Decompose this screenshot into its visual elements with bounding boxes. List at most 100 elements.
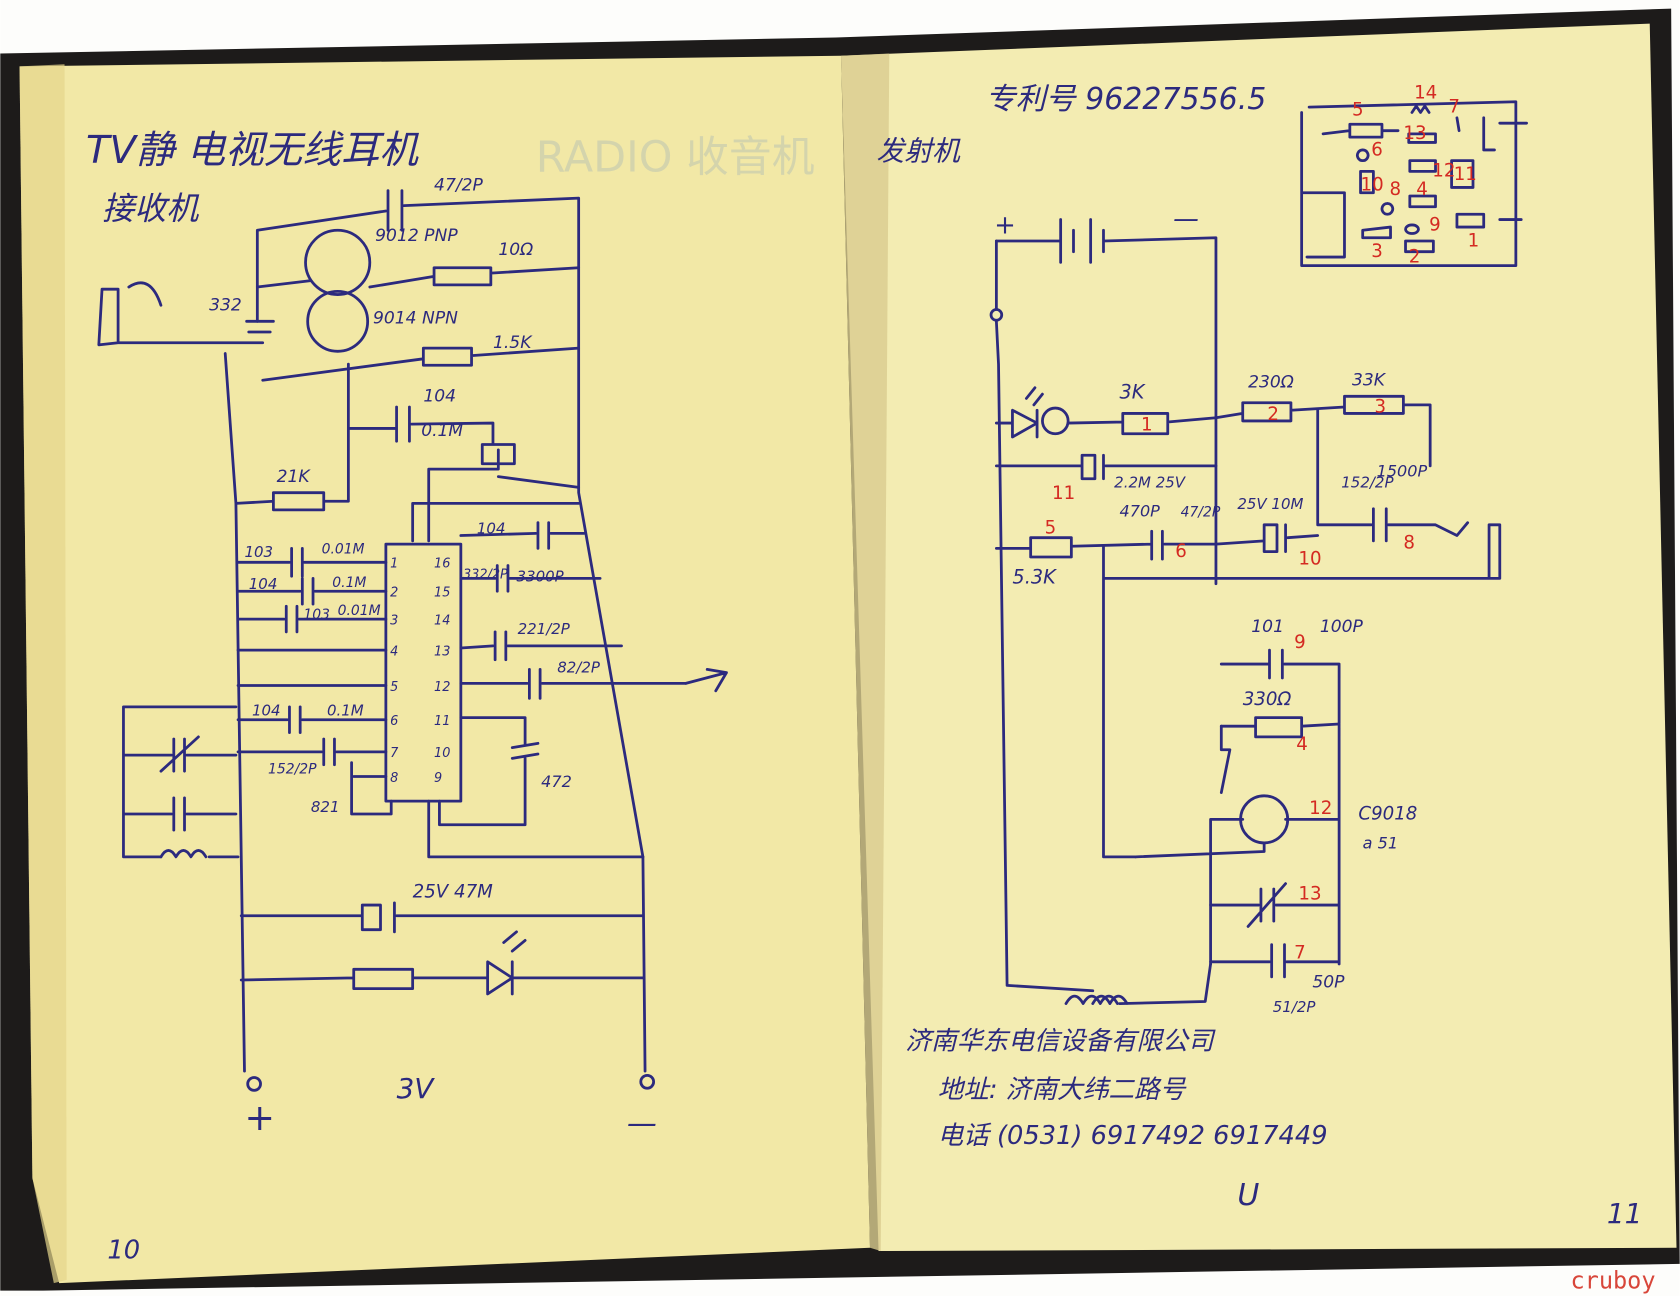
- component-label: 14: [1414, 83, 1437, 104]
- page-mark: U: [1237, 1178, 1259, 1213]
- component-label: 3: [1374, 396, 1386, 417]
- component-label: 16: [434, 557, 450, 572]
- component-label: 6: [390, 714, 398, 729]
- component-label: 13: [1298, 884, 1321, 905]
- component-label: 1: [1468, 230, 1480, 251]
- component-label: 330Ω: [1243, 689, 1292, 710]
- component-label: 5: [390, 680, 398, 695]
- component-label: 12: [1309, 798, 1332, 819]
- component-label: 230Ω: [1248, 373, 1294, 393]
- component-label: 0.01M: [338, 603, 381, 619]
- component-label: 8: [1389, 179, 1401, 200]
- component-label: 332: [209, 296, 242, 316]
- component-label: 1.5K: [493, 333, 533, 353]
- component-label: 0.1M: [327, 701, 364, 719]
- minus-terminal-label: —: [627, 1106, 657, 1141]
- component-label: 221/2P: [518, 620, 570, 638]
- component-label: 25V 10M: [1237, 495, 1303, 513]
- component-label: 2: [1409, 246, 1421, 267]
- component-label: 13: [1403, 123, 1426, 144]
- component-label: 47/2P: [434, 176, 483, 196]
- left-page-subtitle: 接收机: [102, 190, 200, 228]
- component-label: 470P: [1120, 501, 1161, 520]
- component-label: 33K: [1352, 371, 1387, 391]
- component-label: 2: [1267, 404, 1279, 425]
- component-label: 50P: [1312, 973, 1345, 993]
- component-label: 0.1M: [332, 575, 366, 591]
- component-label: 10: [1298, 548, 1321, 569]
- component-label: 9: [434, 771, 442, 786]
- component-label: 10: [1361, 175, 1384, 196]
- component-label: 5: [1045, 517, 1057, 538]
- component-label: 152/2P: [1341, 473, 1393, 491]
- component-label: 104: [249, 575, 278, 593]
- component-label: 0.01M: [322, 542, 365, 558]
- component-label: 103: [244, 543, 273, 561]
- component-label: 12: [434, 680, 450, 695]
- patent-number: 专利号 96227556.5: [986, 82, 1267, 117]
- component-label: 11: [434, 714, 450, 729]
- component-label: 8: [1403, 532, 1415, 553]
- plus-terminal-label: +: [244, 1096, 275, 1139]
- ghost-text: RADIO 收音机: [536, 132, 815, 182]
- component-label: 4: [1416, 179, 1428, 200]
- component-label: 47/2P: [1181, 504, 1221, 520]
- component-label: 0.1M: [421, 421, 463, 441]
- component-label: 9: [1429, 214, 1441, 235]
- component-label: 11: [1052, 483, 1075, 504]
- receiver-circuit: [97, 189, 728, 1092]
- component-label: 4: [390, 644, 398, 659]
- component-label: 332/2P: [463, 567, 508, 582]
- component-label: 8: [390, 771, 398, 786]
- component-label: 12: [1432, 161, 1455, 182]
- component-label: 104: [477, 519, 506, 537]
- pcb-number-labels: 5 14 7 13 6 12 11 10 8 4 9 3 2 1: [1352, 83, 1479, 268]
- component-label: 13: [434, 644, 450, 659]
- transmitter-circuit: [989, 218, 1502, 1005]
- left-page-number: 10: [107, 1236, 140, 1266]
- company-phone: 电话 (0531) 6917492 6917449: [937, 1121, 1327, 1151]
- component-label: 4: [1296, 734, 1308, 755]
- red-component-numbers: 1 2 3 11 5 6 10 8 9 4 12 13 7: [1045, 396, 1415, 963]
- component-label: 1500P: [1377, 462, 1428, 481]
- component-label: +: [994, 210, 1016, 240]
- left-page-title: TV静 电视无线耳机: [86, 128, 419, 173]
- left-page: [19, 55, 870, 1284]
- right-page-number: 11: [1607, 1197, 1642, 1230]
- component-label: 1: [390, 557, 398, 572]
- company-address: 地址: 济南大纬二路号: [937, 1075, 1186, 1105]
- component-label: 152/2P: [268, 761, 317, 777]
- component-label: 100P: [1320, 617, 1364, 637]
- component-label: 821: [311, 798, 340, 816]
- component-label: 7: [1448, 96, 1460, 117]
- component-label: 6: [1175, 541, 1187, 562]
- transmitter-labels: 3K 230Ω 33K 2.2M 25V 152/2P 1500P 470P 4…: [994, 204, 1427, 1016]
- component-label: 9014 NPN: [373, 308, 458, 328]
- component-label: 7: [390, 746, 399, 761]
- component-label: 2.2M 25V: [1114, 473, 1187, 491]
- component-label: 3K: [1120, 380, 1146, 403]
- pcb-layout: [1300, 100, 1528, 268]
- receiver-labels: 47/2P 9012 PNP 10Ω 332 9014 NPN 1.5K 104…: [209, 176, 600, 903]
- component-label: 10: [434, 746, 450, 761]
- component-label: 15: [434, 586, 450, 601]
- component-label: 51/2P: [1273, 998, 1316, 1016]
- component-label: C9018: [1358, 803, 1417, 824]
- component-label: 10Ω: [498, 240, 533, 260]
- component-label: 3: [390, 613, 398, 628]
- component-label: —: [1173, 204, 1199, 234]
- component-label: 1: [1141, 415, 1153, 436]
- component-label: 25V 47M: [413, 882, 494, 903]
- component-label: 14: [434, 613, 450, 628]
- component-label: 9: [1294, 632, 1306, 653]
- component-label: 9012 PNP: [375, 226, 458, 246]
- component-label: 21K: [277, 467, 312, 487]
- component-label: 5: [1352, 100, 1364, 121]
- component-label: 11: [1454, 164, 1477, 185]
- component-label: 104: [423, 387, 456, 407]
- component-label: 6: [1371, 139, 1383, 160]
- right-page-title: 发射机: [876, 135, 961, 168]
- watermark: cruboy: [1570, 1267, 1655, 1295]
- component-label: 101: [1251, 617, 1284, 637]
